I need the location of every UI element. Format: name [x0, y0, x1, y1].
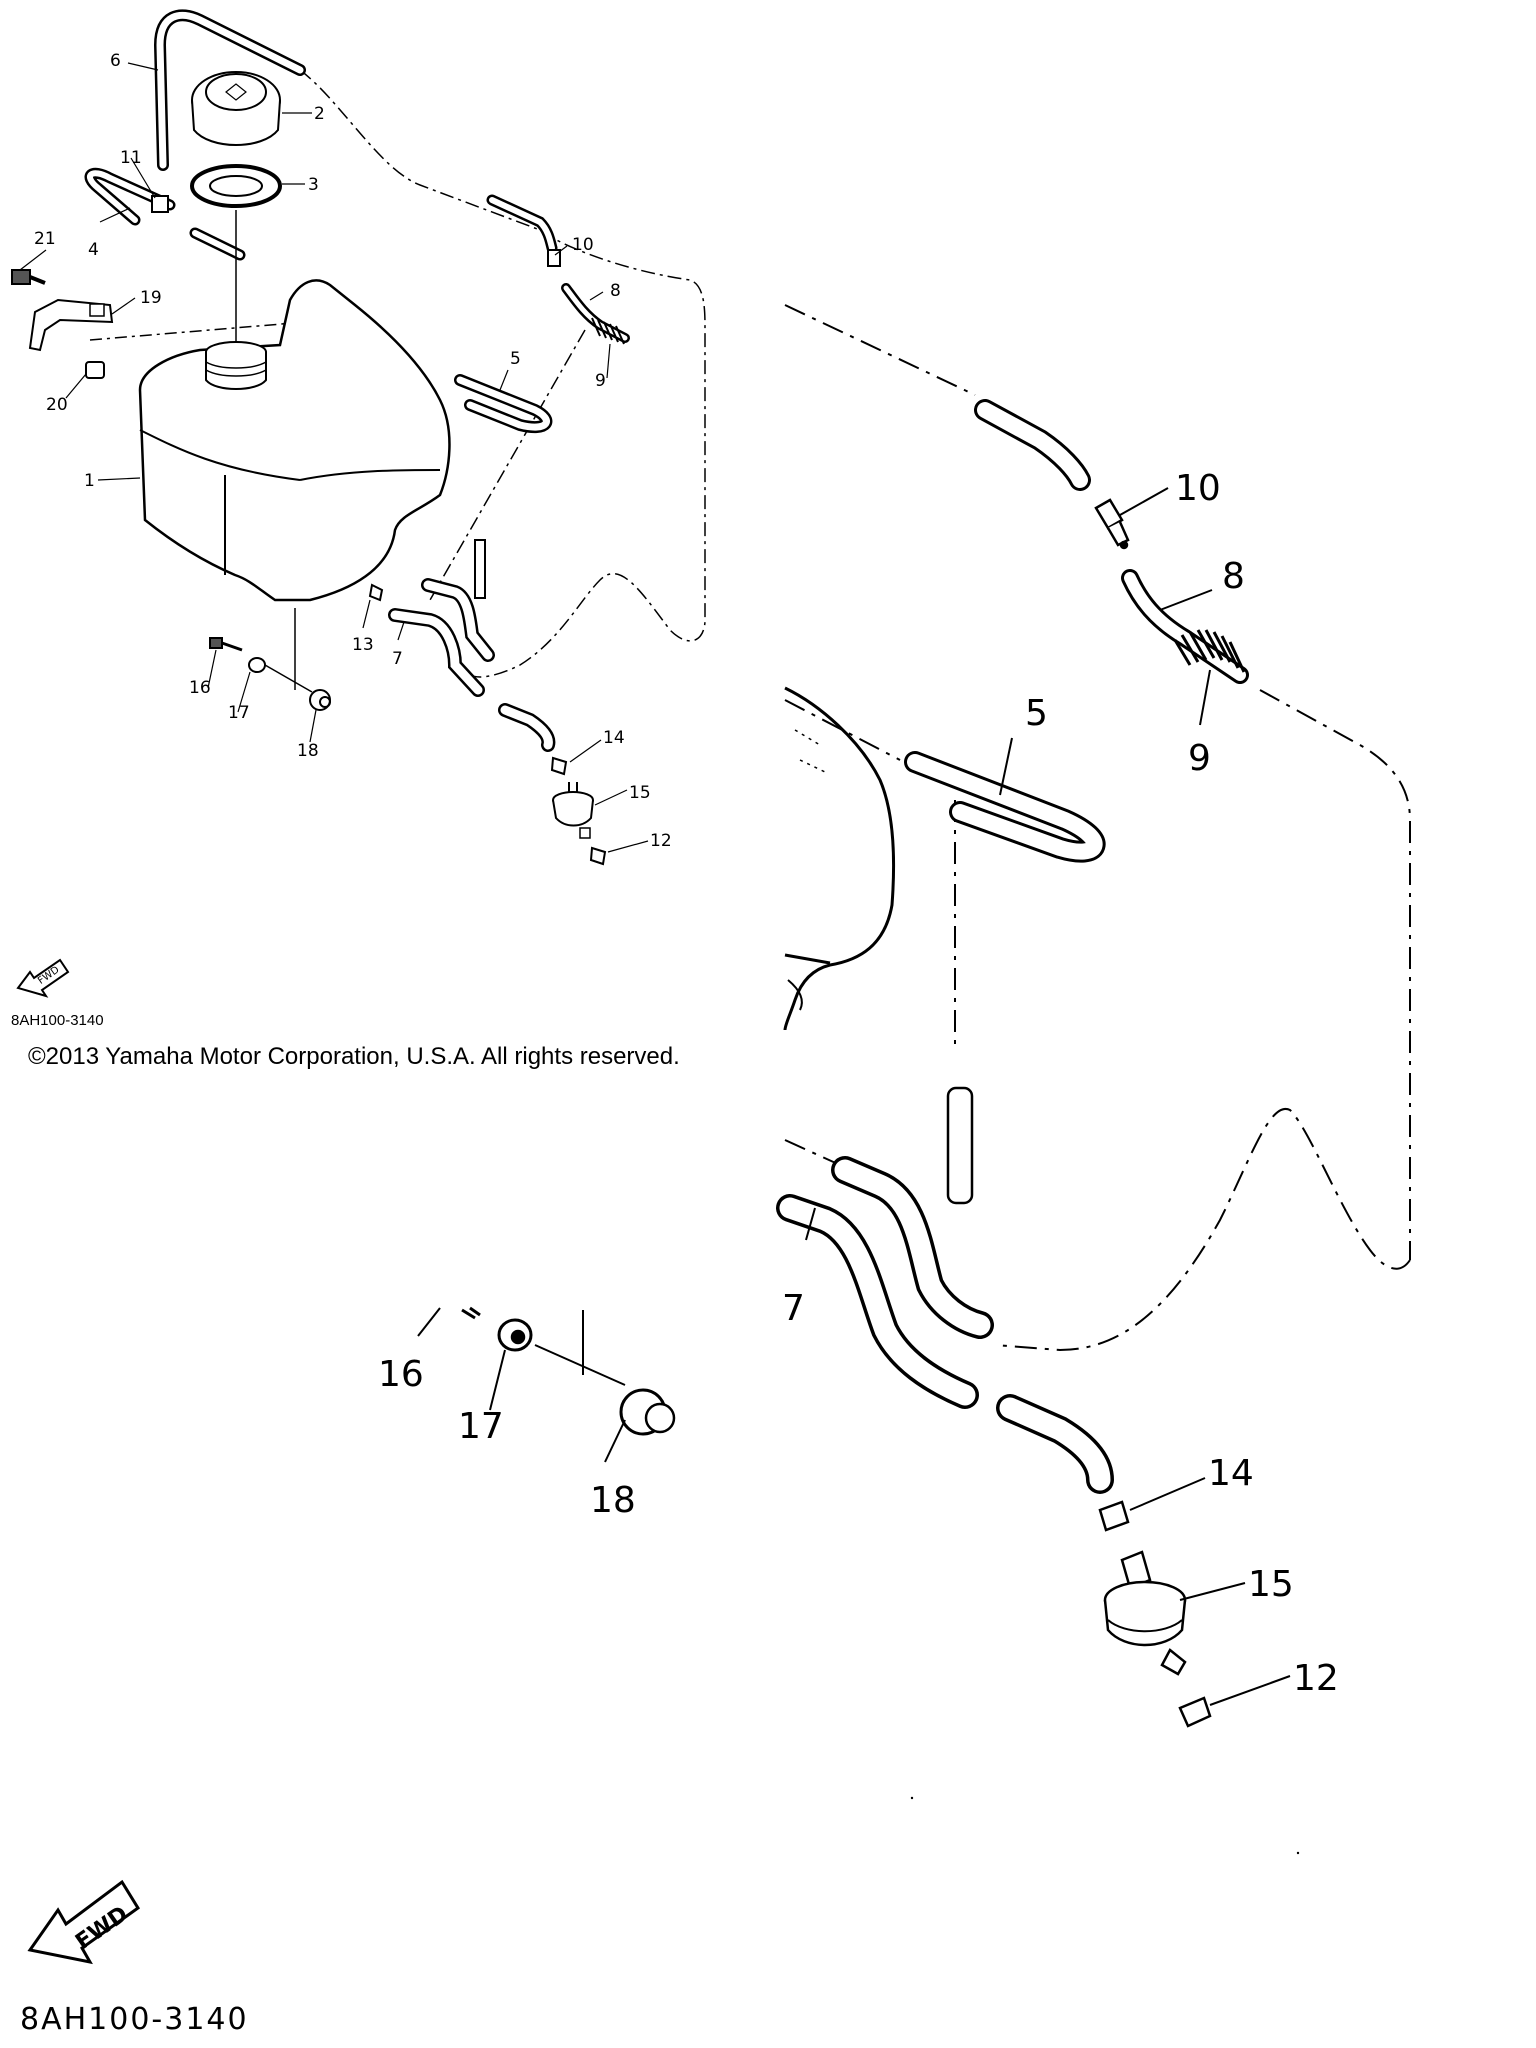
callout-1: 1 [84, 471, 95, 491]
callout-2: 2 [314, 104, 325, 124]
bolt-21 [11, 269, 46, 285]
zoom-callout-18: 18 [590, 1480, 636, 1521]
zoom-callout-5: 5 [1025, 693, 1048, 734]
callout-11: 11 [120, 148, 142, 168]
fuel-filter-15 [552, 782, 594, 839]
zoom-fuel-filter-15 [1103, 1550, 1187, 1676]
zoom-callout-17: 17 [458, 1406, 504, 1447]
callout-9: 9 [595, 371, 606, 391]
zoom-callouts: 5 7 8 9 10 12 14 15 16 17 18 [378, 468, 1339, 1699]
grommet-18 [309, 689, 331, 711]
callout-6: 6 [110, 51, 121, 71]
zoom-callout-8: 8 [1222, 556, 1245, 597]
zoom-callout-7: 7 [782, 1288, 805, 1329]
zoom-spring-9 [1173, 629, 1246, 673]
zoom-callout-16: 16 [378, 1354, 424, 1395]
nut-20 [85, 361, 105, 379]
callout-15: 15 [629, 783, 651, 803]
copyright-notice: ©2013 Yamaha Motor Corporation, U.S.A. A… [28, 1043, 680, 1070]
callout-12: 12 [650, 831, 672, 851]
callout-5: 5 [510, 349, 521, 369]
zoom-leaders [417, 487, 1291, 1706]
clamp-13 [368, 583, 384, 602]
clamp-14 [550, 756, 568, 776]
spring-9 [591, 317, 625, 345]
reference-code-large: 8AH100-3140 [20, 2002, 249, 2037]
zoom-clamp-14 [1098, 1500, 1130, 1532]
zoom-callout-12: 12 [1293, 1658, 1339, 1699]
callout-16: 16 [189, 678, 211, 698]
coolant-reservoir-tank-1 [138, 279, 451, 602]
callout-10: 10 [572, 235, 594, 255]
washer-17 [248, 657, 266, 673]
callout-21: 21 [34, 229, 56, 249]
overview-callouts: 1 2 3 4 5 6 7 8 9 10 11 12 13 14 15 16 1… [34, 51, 672, 851]
callout-13: 13 [352, 635, 374, 655]
callout-3: 3 [308, 175, 319, 195]
reference-code-small: 8AH100-3140 [11, 1012, 104, 1029]
zoom-grommet-18 [619, 1388, 676, 1436]
callout-8: 8 [610, 281, 621, 301]
zoom-washer-17 [497, 1318, 533, 1352]
zoom-detail-upper [417, 304, 1411, 1728]
zoom-callout-9: 9 [1188, 738, 1211, 779]
zoom-vertical-hose [946, 1086, 974, 1205]
tee-fitting-11 [151, 195, 169, 213]
callout-17: 17 [228, 703, 250, 723]
radiator-cap-2 [191, 71, 281, 146]
zoom-tank-edge [783, 686, 896, 1031]
zoom-clamp-12 [1178, 1696, 1212, 1728]
callout-18: 18 [297, 741, 319, 761]
zoom-bolt-16 [461, 1306, 481, 1320]
callout-4: 4 [88, 240, 99, 260]
gasket-3 [190, 164, 282, 208]
bolt-16 [209, 637, 243, 652]
overview-leaders [19, 62, 649, 853]
zoom-callout-15: 15 [1248, 1564, 1294, 1605]
callout-19: 19 [140, 288, 162, 308]
callout-14: 14 [603, 728, 625, 748]
zoom-callout-14: 14 [1208, 1453, 1254, 1494]
overview-diagram [11, 9, 706, 866]
clamp-12 [589, 846, 607, 866]
zoom-callout-10: 10 [1175, 468, 1221, 509]
callout-20: 20 [46, 395, 68, 415]
callout-7: 7 [392, 649, 403, 669]
zoom-routing-line [784, 304, 1411, 1260]
fwd-arrow-large: FWD [27, 1879, 141, 1965]
hose-routing-line [299, 69, 706, 678]
zoom-fitting-10 [1094, 498, 1130, 550]
